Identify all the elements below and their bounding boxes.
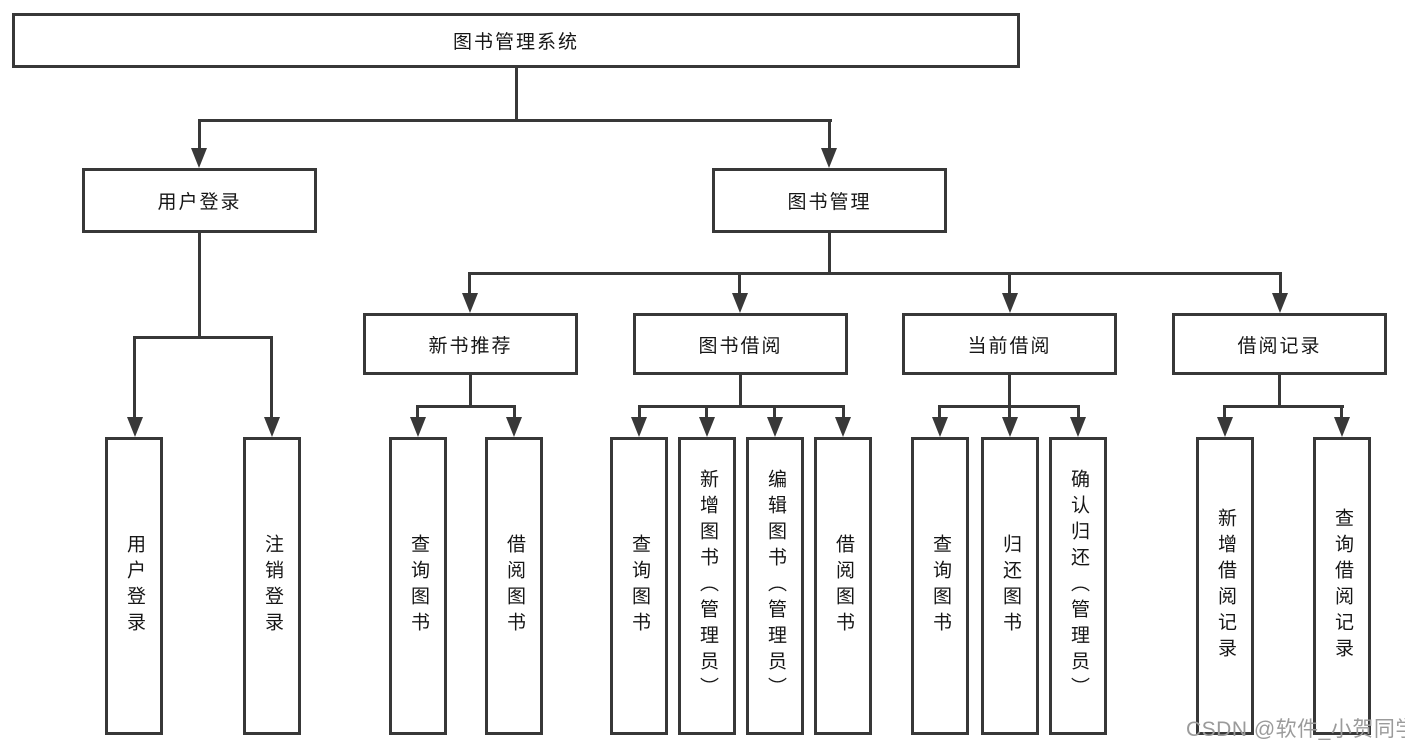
node-label: 当前借阅 (967, 335, 1052, 357)
csdn-watermark: CSDN @软件_小贺同学 (1186, 718, 1405, 741)
connector-drop (1279, 272, 1282, 295)
node-current-borrowing: 当前借阅 (902, 313, 1117, 375)
node-label: 新增图书（管理员） (696, 469, 718, 703)
node-book-management-branch: 图书管理 (712, 168, 947, 233)
node-label: 图书管理 (787, 192, 872, 213)
connector-drop (133, 336, 136, 419)
node-borrow-query-books: 查询图书 (610, 437, 668, 735)
connector-group-stem (1278, 373, 1281, 408)
arrowhead-down-icon (932, 417, 948, 437)
arrowhead-down-icon (410, 417, 426, 437)
connector-group-crossbar (638, 405, 845, 408)
node-label: 注销登录 (261, 534, 283, 638)
connector-drop (468, 272, 471, 295)
arrowhead-down-icon (462, 293, 478, 313)
node-label: 编辑图书（管理员） (764, 469, 786, 703)
arrowhead-down-icon (191, 148, 207, 168)
node-label: 查询图书 (407, 534, 429, 638)
arrowhead-down-icon (1002, 417, 1018, 437)
arrowhead-down-icon (1217, 417, 1233, 437)
node-label: 用户登录 (123, 534, 145, 638)
node-borrowing-records: 借阅记录 (1172, 313, 1387, 375)
connector-group-stem (469, 373, 472, 408)
arrowhead-down-icon (835, 417, 851, 437)
connector-drop (638, 405, 641, 419)
node-label: 新书推荐 (428, 335, 513, 357)
arrowhead-down-icon (767, 417, 783, 437)
node-current-confirm-return-admin: 确认归还（管理员） (1049, 437, 1107, 735)
connector-drop (938, 405, 941, 419)
connector-group-crossbar (416, 405, 516, 408)
arrowhead-down-icon (1334, 417, 1350, 437)
connector-group-crossbar (1223, 405, 1344, 408)
node-label: 图书管理系统 (452, 32, 579, 53)
node-label: 图书借阅 (698, 335, 783, 357)
node-records-query-record: 查询借阅记录 (1313, 437, 1371, 735)
connector-drop (1008, 405, 1011, 419)
node-label: 归还图书 (999, 534, 1021, 638)
connector-drop (773, 405, 776, 419)
node-recommend-borrow-books: 借阅图书 (485, 437, 543, 735)
node-label: 查询图书 (628, 534, 650, 638)
arrowhead-down-icon (699, 417, 715, 437)
node-label: 借阅图书 (503, 534, 525, 638)
arrowhead-down-icon (1272, 293, 1288, 313)
node-book-borrowing: 图书借阅 (633, 313, 848, 375)
arrowhead-down-icon (631, 417, 647, 437)
connector-drop (705, 405, 708, 419)
node-current-query-books: 查询图书 (911, 437, 969, 735)
arrowhead-down-icon (506, 417, 522, 437)
connector-root-stem (515, 66, 518, 122)
node-borrow-add-books-admin: 新增图书（管理员） (678, 437, 736, 735)
arrowhead-down-icon (127, 417, 143, 437)
connector-drop (1340, 405, 1343, 419)
node-records-add-record: 新增借阅记录 (1196, 437, 1254, 735)
connector-drop (416, 405, 419, 419)
node-label: 借阅图书 (832, 534, 854, 638)
arrowhead-down-icon (821, 148, 837, 168)
connector-login-crossbar (133, 336, 273, 339)
node-root-library-system: 图书管理系统 (12, 13, 1020, 68)
connector-drop (842, 405, 845, 419)
connector-drop (198, 119, 201, 150)
arrowhead-down-icon (264, 417, 280, 437)
connector-login-stem (198, 231, 201, 338)
node-current-return-books: 归还图书 (981, 437, 1039, 735)
connector-mgmt-stem (828, 231, 831, 274)
node-new-book-recommendation: 新书推荐 (363, 313, 578, 375)
node-borrow-borrow-books: 借阅图书 (814, 437, 872, 735)
node-user-login-branch: 用户登录 (82, 168, 317, 233)
connector-drop (1077, 405, 1080, 419)
connector-group-stem (739, 373, 742, 408)
node-recommend-query-books: 查询图书 (389, 437, 447, 735)
node-label: 用户登录 (157, 192, 242, 213)
connector-root-crossbar (198, 119, 832, 122)
arrowhead-down-icon (1002, 293, 1018, 313)
arrowhead-down-icon (732, 293, 748, 313)
arrowhead-down-icon (1070, 417, 1086, 437)
connector-group-stem (1008, 373, 1011, 408)
node-label: 查询借阅记录 (1331, 508, 1353, 664)
node-logout-action: 注销登录 (243, 437, 301, 735)
node-user-login-action: 用户登录 (105, 437, 163, 735)
node-borrow-edit-books-admin: 编辑图书（管理员） (746, 437, 804, 735)
connector-drop (828, 119, 831, 150)
connector-drop (1223, 405, 1226, 419)
connector-drop (270, 336, 273, 419)
node-label: 新增借阅记录 (1214, 508, 1236, 664)
connector-drop (738, 272, 741, 295)
node-label: 确认归还（管理员） (1067, 469, 1089, 703)
node-label: 查询图书 (929, 534, 951, 638)
connector-drop (1008, 272, 1011, 295)
connector-drop (513, 405, 516, 419)
node-label: 借阅记录 (1237, 335, 1322, 357)
connector-mgmt-crossbar (468, 272, 1282, 275)
